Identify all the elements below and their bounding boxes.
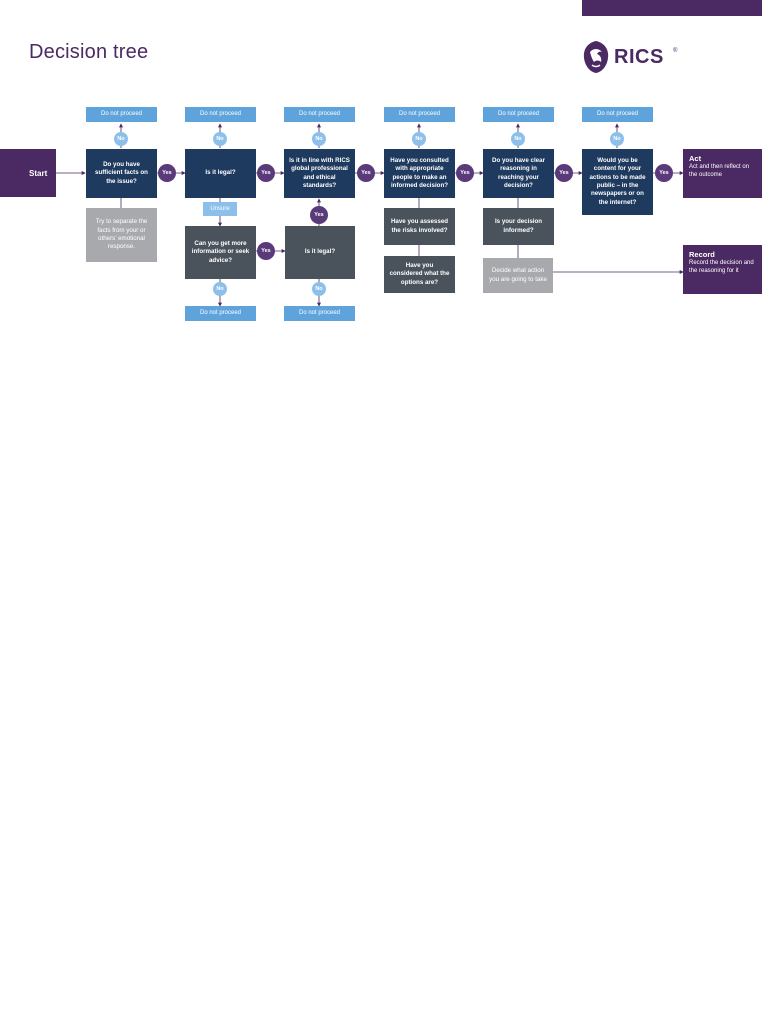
no-badge-4: No (412, 132, 426, 146)
yes-badge-2: Yes (257, 164, 275, 182)
record-body: Record the decision and the reasoning fo… (689, 260, 754, 274)
question-rics-standards: Is it in line with RICS global professio… (284, 149, 355, 198)
yes-badge-3: Yes (357, 164, 375, 182)
unsure-label: Unsure (203, 202, 237, 216)
yes-badge-5: Yes (555, 164, 573, 182)
question-is-it-legal: Is it legal? (185, 149, 256, 198)
question-decision-informed: Is your decision informed? (483, 208, 554, 245)
yes-badge-advice: Yes (257, 242, 275, 260)
question-considered-options: Have you considered what the options are… (384, 256, 455, 293)
record-terminal: Record Record the decision and the reaso… (683, 245, 762, 294)
brand-name: RICS (614, 46, 664, 68)
no-badge-1: No (114, 132, 128, 146)
yes-badge-1: Yes (158, 164, 176, 182)
act-body: Act and then reflect on the outcome (689, 164, 750, 178)
no-badge-6: No (610, 132, 624, 146)
registered-mark: ® (673, 48, 678, 54)
yes-badge-legal-check: Yes (310, 206, 328, 224)
question-assessed-risks: Have you assessed the risks involved? (384, 208, 455, 245)
do-not-proceed-1: Do not proceed (86, 107, 157, 122)
no-badge-5: No (511, 132, 525, 146)
rics-logo: RICS ® (581, 40, 681, 76)
question-consulted: Have you consulted with appropriate peop… (384, 149, 455, 198)
do-not-proceed-3: Do not proceed (284, 107, 355, 122)
act-heading: Act (689, 154, 702, 163)
record-heading: Record (689, 250, 715, 259)
do-not-proceed-5: Do not proceed (483, 107, 554, 122)
note-decide-action: Decide what action you are going to take (483, 258, 553, 293)
no-badge-advice: No (213, 282, 227, 296)
question-clear-reasoning: Do you have clear reasoning in reaching … (483, 149, 554, 198)
note-separate-facts: Try to separate the facts from your or o… (86, 208, 157, 262)
do-not-proceed-2: Do not proceed (185, 107, 256, 122)
question-sufficient-facts: Do you have sufficient facts on the issu… (86, 149, 157, 198)
yes-badge-6: Yes (655, 164, 673, 182)
act-terminal: Act Act and then reflect on the outcome (683, 149, 762, 198)
do-not-proceed-legal-check: Do not proceed (284, 306, 355, 321)
page-title: Decision tree (29, 41, 149, 63)
do-not-proceed-advice: Do not proceed (185, 306, 256, 321)
no-badge-legal-check: No (312, 282, 326, 296)
lion-crest-icon (583, 41, 609, 73)
yes-badge-4: Yes (456, 164, 474, 182)
top-accent-bar (582, 0, 762, 16)
question-more-information: Can you get more information or seek adv… (185, 226, 256, 279)
start-node: Start (0, 149, 56, 197)
do-not-proceed-4: Do not proceed (384, 107, 455, 122)
question-is-it-legal-2: Is it legal? (285, 226, 355, 279)
do-not-proceed-6: Do not proceed (582, 107, 653, 122)
no-badge-3: No (312, 132, 326, 146)
no-badge-2: No (213, 132, 227, 146)
question-made-public: Would you be content for your actions to… (582, 149, 653, 215)
